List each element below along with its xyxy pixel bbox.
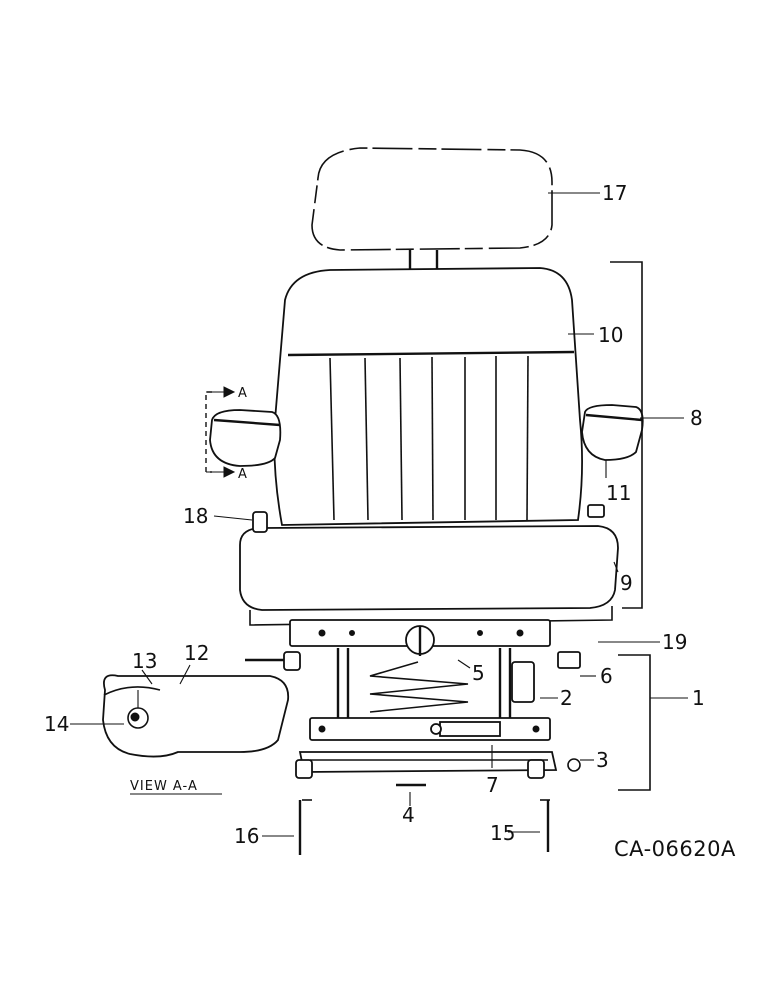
callout-1: 1 — [692, 686, 705, 710]
callout-7: 7 — [486, 773, 499, 797]
callout-16: 16 — [234, 824, 259, 848]
callout-2: 2 — [560, 686, 573, 710]
callout-3: 3 — [596, 748, 609, 772]
section-mark-bottom: A — [238, 467, 247, 482]
headrest — [311, 147, 553, 272]
view-caption: VIEW A-A — [130, 779, 198, 794]
back-bracket — [587, 504, 605, 518]
callout-17: 17 — [602, 181, 627, 205]
drawing-code: CA-06620A — [614, 837, 736, 861]
callout-10: 10 — [598, 323, 623, 347]
callout-11: 11 — [606, 481, 631, 505]
armrest-right — [581, 404, 644, 461]
suspension-assembly — [245, 619, 581, 741]
assembly-bracket — [610, 261, 651, 791]
callout-14: 14 — [44, 712, 69, 736]
backrest — [273, 267, 583, 526]
callout-6: 6 — [600, 664, 613, 688]
callout-19: 19 — [662, 630, 687, 654]
mounting-bolts — [298, 799, 550, 855]
callout-18: 18 — [183, 504, 208, 528]
slide-rails — [295, 751, 581, 779]
section-a-a-marks: A A — [205, 386, 247, 482]
callout-12: 12 — [184, 641, 209, 665]
leader-lines — [70, 192, 688, 837]
seat-knob — [252, 511, 268, 533]
armrest-left — [209, 409, 282, 467]
callout-9: 9 — [620, 571, 633, 595]
callout-8: 8 — [690, 406, 703, 430]
callout-13: 13 — [132, 649, 157, 673]
section-mark-top: A — [238, 386, 247, 401]
callout-5: 5 — [472, 661, 485, 685]
callout-15: 15 — [490, 821, 515, 845]
seat-cushion — [239, 525, 619, 626]
view-a-a-armrest-detail: VIEW A-A — [102, 674, 290, 795]
callout-4: 4 — [402, 803, 415, 827]
